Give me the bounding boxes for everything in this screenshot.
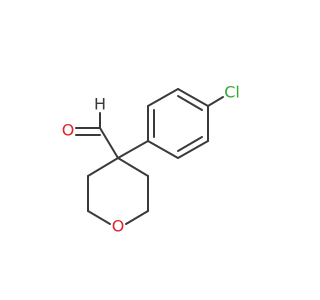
bond-ar2-ar3 — [147, 88, 179, 107]
aldehyde-hydrogen-label: H — [94, 95, 106, 114]
bond-ar5-ar6 — [177, 140, 209, 159]
bond-c4-aryl — [117, 140, 149, 159]
bond-c4-cho — [99, 127, 119, 159]
atom-labels: H O O Cl — [62, 83, 240, 236]
molecule-drawing: H O O Cl — [62, 83, 240, 236]
bond-c2-o1 — [87, 210, 111, 225]
bond-o1-c6 — [125, 210, 149, 225]
bond-ar3-ar4-inner — [177, 95, 203, 111]
bonds — [75, 88, 224, 225]
bond-ar3-ar4 — [177, 88, 209, 107]
bond-c4-c3 — [87, 157, 119, 177]
bond-ar6-ar1 — [147, 140, 179, 159]
chlorine-label: Cl — [224, 83, 240, 102]
bond-ar5-ar6-inner — [177, 136, 203, 152]
structure-canvas: H O O Cl — [62, 83, 240, 236]
aldehyde-oxygen-label: O — [62, 121, 75, 140]
bond-c5-c4 — [117, 157, 149, 177]
ring-oxygen-label: O — [112, 217, 125, 236]
bond-ar4-cl — [207, 96, 224, 107]
